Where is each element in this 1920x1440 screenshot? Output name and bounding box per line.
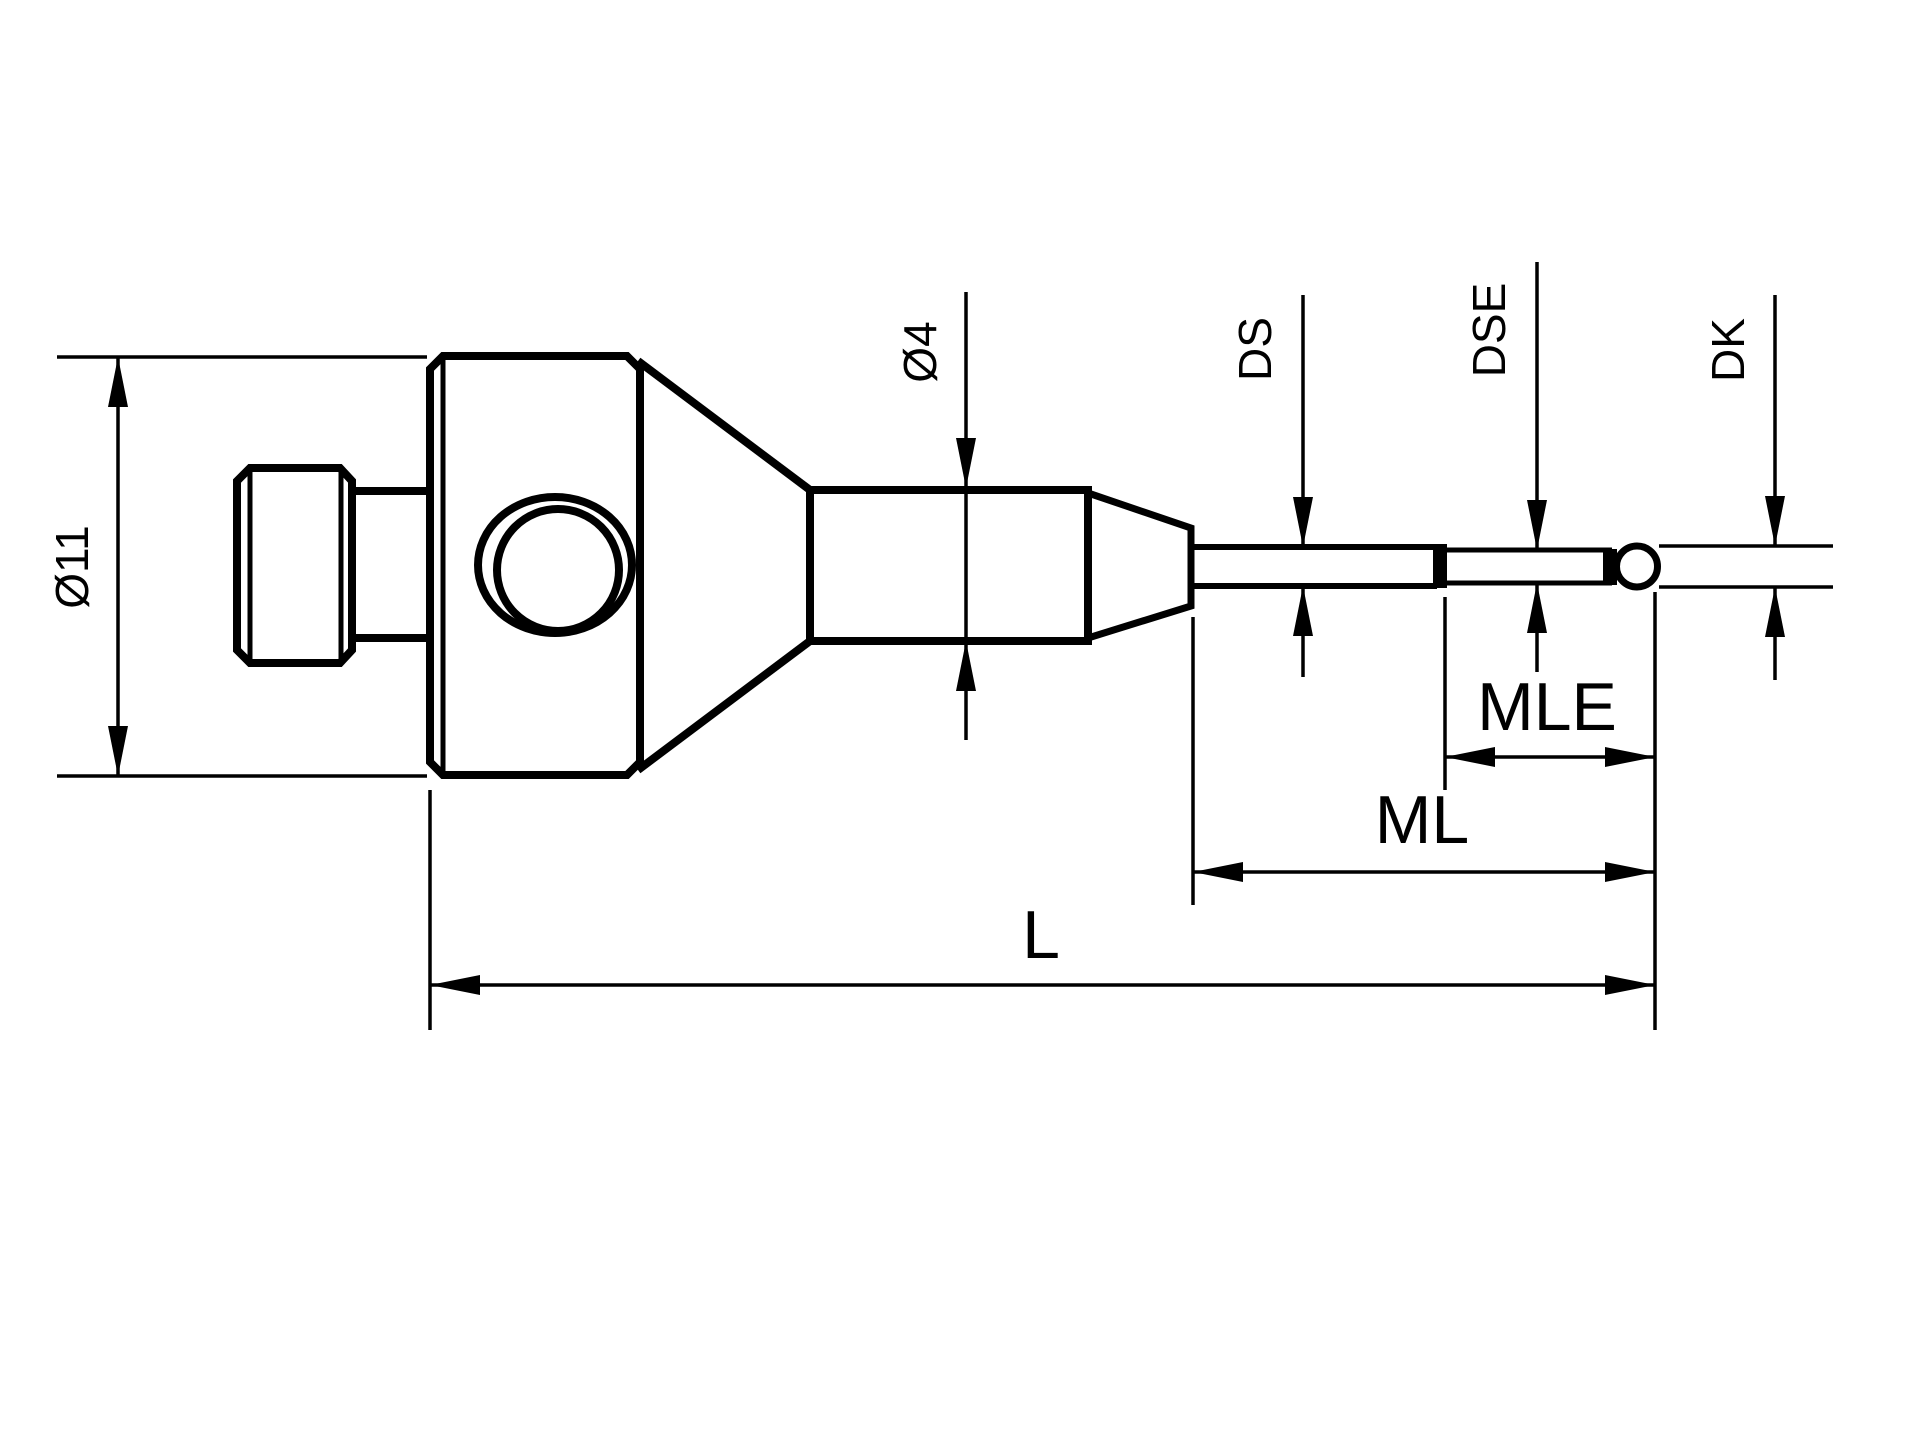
arrowhead-down bbox=[1527, 500, 1547, 550]
thread-stud-outline bbox=[233, 464, 356, 667]
dim-overall-length: L bbox=[428, 592, 1657, 1030]
dim-extension-measuring-length: MLE bbox=[1443, 597, 1655, 790]
arrowhead-down bbox=[108, 726, 128, 776]
ball-joint bbox=[1603, 549, 1617, 585]
arrowhead-down bbox=[956, 438, 976, 488]
arrowhead-down bbox=[1765, 496, 1785, 546]
shaft-outline bbox=[806, 486, 1092, 645]
shaft bbox=[806, 486, 1092, 645]
arrowhead-down bbox=[1293, 497, 1313, 547]
dim-ball-diameter: DK bbox=[1659, 295, 1833, 680]
ball-tip bbox=[1613, 542, 1661, 591]
dim-stem-diameter: DS bbox=[1229, 295, 1313, 677]
stem-extension bbox=[1447, 547, 1617, 586]
arrowhead-up bbox=[108, 357, 128, 407]
mounting-body bbox=[426, 352, 644, 779]
stem bbox=[1191, 544, 1447, 589]
label-ball-diameter: DK bbox=[1702, 318, 1754, 382]
arrowhead-left bbox=[430, 975, 480, 995]
dim-measuring-length: ML bbox=[1191, 617, 1655, 905]
arrowhead-left bbox=[1445, 747, 1495, 767]
dim-shaft-diameter: Ø4 bbox=[894, 292, 976, 740]
stem-taper-outline bbox=[1086, 489, 1195, 642]
label-body-diameter: Ø11 bbox=[46, 525, 98, 609]
cone-top-edge bbox=[635, 357, 813, 494]
arrowhead-up bbox=[1765, 587, 1785, 637]
arrowhead-right bbox=[1605, 975, 1655, 995]
arrowhead-up bbox=[956, 641, 976, 691]
label-extension-stem-diameter: DSE bbox=[1463, 283, 1515, 378]
stem-taper bbox=[1086, 489, 1195, 642]
clamp-hole-inner bbox=[493, 505, 623, 635]
arrowhead-right bbox=[1605, 747, 1655, 767]
body-outline bbox=[426, 352, 644, 779]
dim-extension-stem-diameter: DSE bbox=[1463, 262, 1547, 672]
arrowhead-left bbox=[1193, 862, 1243, 882]
stem-collar bbox=[1433, 544, 1447, 588]
label-stem-diameter: DS bbox=[1229, 317, 1281, 381]
arrowhead-up bbox=[1527, 583, 1547, 633]
taper-cone bbox=[635, 357, 814, 774]
neck bbox=[352, 487, 432, 642]
dim-body-diameter: Ø11 bbox=[46, 355, 427, 778]
label-shaft-diameter: Ø4 bbox=[894, 321, 946, 382]
label-measuring-length: ML bbox=[1375, 782, 1469, 858]
label-overall-length: L bbox=[1022, 897, 1060, 973]
arrowhead-up bbox=[1293, 586, 1313, 636]
cone-bottom-edge bbox=[635, 637, 813, 774]
label-extension-measuring-length: MLE bbox=[1477, 669, 1617, 745]
thread-stud bbox=[233, 464, 356, 667]
arrowhead-right bbox=[1605, 862, 1655, 882]
